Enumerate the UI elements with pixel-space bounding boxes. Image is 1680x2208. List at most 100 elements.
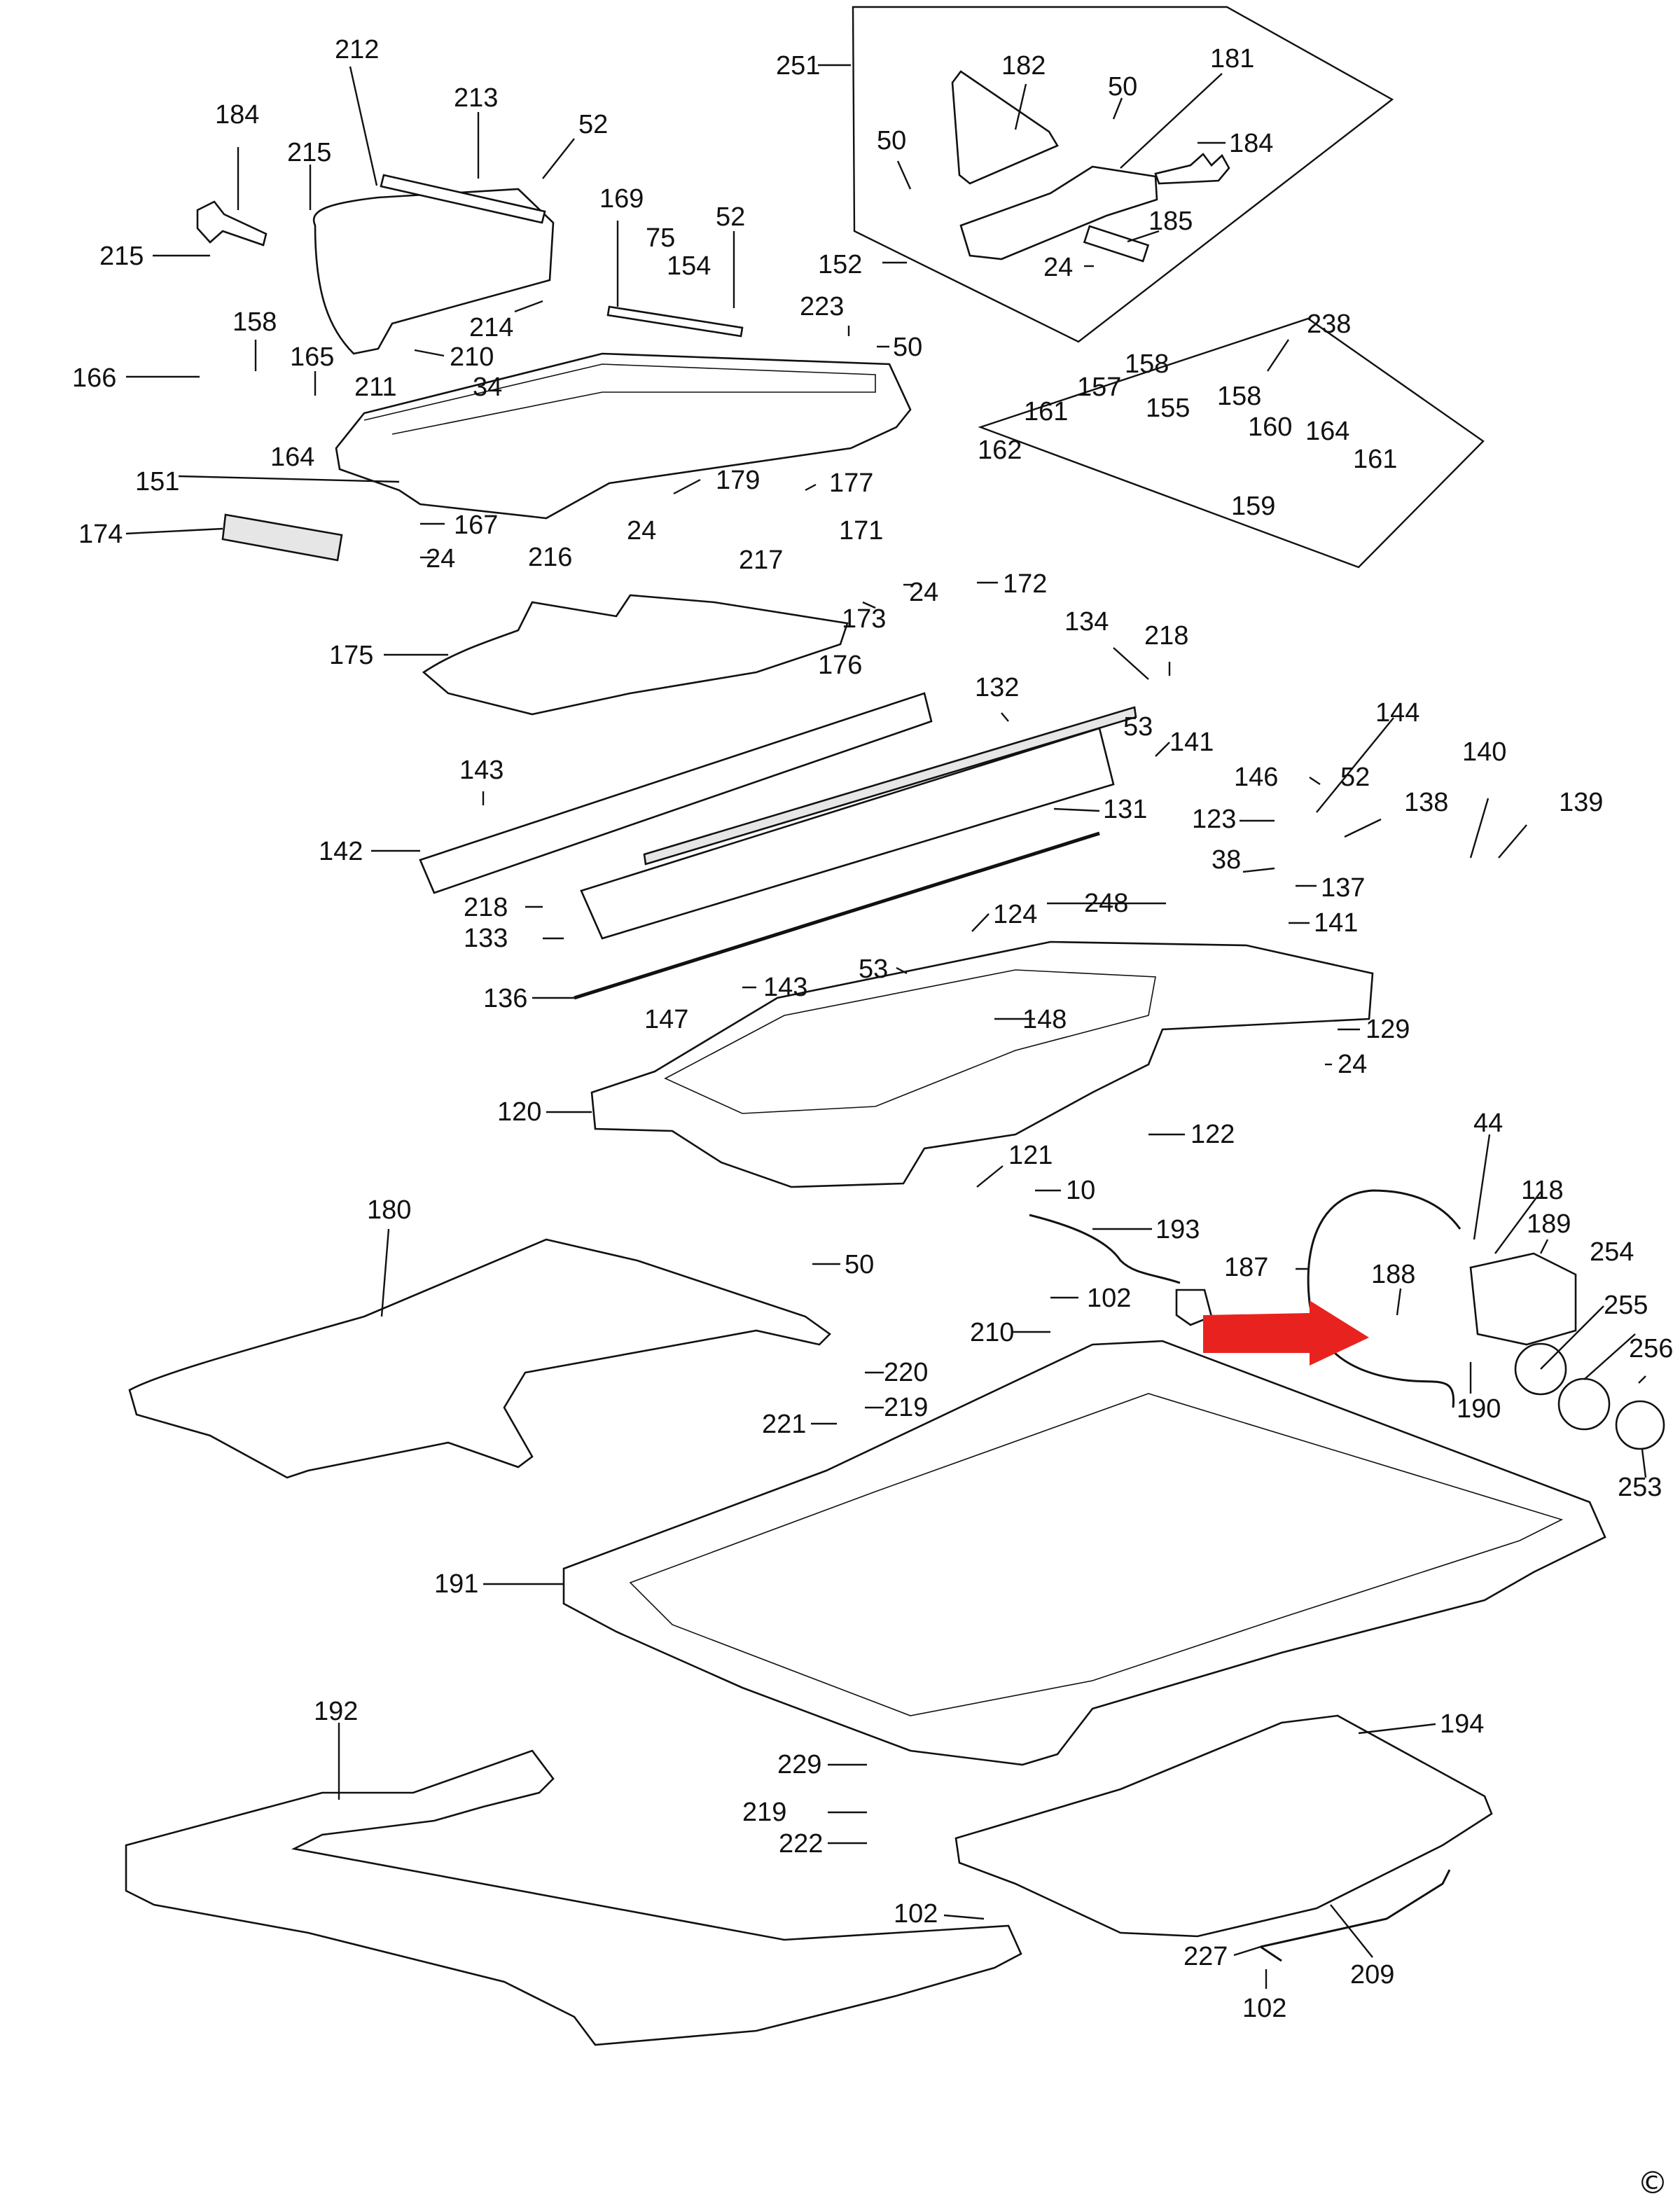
part-label: 75 bbox=[646, 223, 675, 253]
part-label: 218 bbox=[464, 893, 508, 922]
part-191-tray bbox=[562, 1340, 1606, 1766]
part-label: 216 bbox=[528, 543, 572, 572]
part-label: 102 bbox=[894, 1899, 938, 1929]
part-label: 38 bbox=[1212, 845, 1241, 875]
part-192-frame bbox=[125, 1749, 1022, 2046]
part-label: 50 bbox=[845, 1250, 874, 1279]
part-label: 189 bbox=[1527, 1209, 1571, 1239]
part-label: 143 bbox=[763, 973, 807, 1002]
part-label: 50 bbox=[893, 333, 922, 362]
part-193-hose bbox=[1029, 1214, 1181, 1284]
part-label: 164 bbox=[270, 443, 314, 472]
part-185-plate bbox=[1083, 225, 1150, 263]
part-label: 124 bbox=[993, 900, 1037, 929]
part-209-rod bbox=[1260, 1869, 1451, 1962]
part-label: 44 bbox=[1473, 1109, 1503, 1138]
part-label: 248 bbox=[1084, 889, 1128, 918]
part-label: 141 bbox=[1314, 908, 1358, 938]
part-label: 144 bbox=[1375, 698, 1419, 728]
part-label: 165 bbox=[290, 342, 334, 372]
part-label: 185 bbox=[1148, 207, 1193, 236]
part-label: 143 bbox=[459, 756, 504, 785]
part-label: 210 bbox=[450, 342, 494, 372]
part-label: 212 bbox=[335, 35, 379, 64]
part-132-rail bbox=[643, 706, 1137, 866]
part-label: 229 bbox=[777, 1750, 821, 1779]
part-label: 102 bbox=[1087, 1284, 1131, 1313]
part-label: 181 bbox=[1210, 44, 1254, 74]
part-label: 152 bbox=[818, 250, 862, 279]
part-label: 173 bbox=[842, 604, 886, 634]
part-label: 147 bbox=[644, 1005, 688, 1034]
part-label: 134 bbox=[1064, 607, 1109, 637]
part-label: 164 bbox=[1305, 417, 1349, 446]
part-label: 160 bbox=[1248, 412, 1292, 442]
part-label: 137 bbox=[1321, 873, 1365, 903]
part-label: 167 bbox=[454, 511, 498, 540]
part-label: 214 bbox=[469, 313, 513, 342]
part-label: 118 bbox=[1521, 1176, 1564, 1205]
part-131-bar bbox=[580, 727, 1115, 940]
part-label: 238 bbox=[1307, 310, 1351, 339]
part-label: 132 bbox=[975, 673, 1019, 702]
part-120-frame bbox=[590, 940, 1374, 1188]
part-255-seal bbox=[1557, 1377, 1611, 1431]
part-180-frame bbox=[128, 1238, 832, 1479]
part-184-knob-right bbox=[1154, 153, 1230, 185]
part-label: 256 bbox=[1629, 1334, 1673, 1363]
part-label: 227 bbox=[1183, 1942, 1228, 1971]
part-label: 140 bbox=[1462, 737, 1506, 767]
highlight-arrow bbox=[1203, 1300, 1369, 1366]
part-label: 174 bbox=[78, 520, 123, 549]
part-212-guard bbox=[313, 188, 555, 355]
part-194-plate bbox=[954, 1714, 1493, 1938]
part-label: 148 bbox=[1022, 1005, 1067, 1034]
part-175-chute bbox=[422, 594, 849, 716]
part-label: 120 bbox=[497, 1097, 541, 1127]
part-label: 138 bbox=[1404, 788, 1448, 817]
part-label: 217 bbox=[739, 546, 783, 575]
part-label: 166 bbox=[72, 363, 116, 393]
part-label: 133 bbox=[464, 924, 508, 953]
part-label: 210 bbox=[970, 1318, 1014, 1347]
part-labels: 251 182 50 181 50 184 185 24 212 213 52 … bbox=[72, 35, 1673, 2023]
part-label: 169 bbox=[599, 184, 644, 214]
part-label: 10 bbox=[1066, 1176, 1095, 1205]
part-174-strip bbox=[221, 513, 343, 562]
part-label: 253 bbox=[1618, 1473, 1662, 1502]
callout-box-251 bbox=[852, 6, 1394, 343]
part-label: 102 bbox=[1242, 1994, 1286, 2023]
callout-box-238 bbox=[978, 317, 1485, 569]
part-label: 254 bbox=[1590, 1237, 1634, 1267]
part-label: 191 bbox=[434, 1569, 478, 1599]
part-label: 139 bbox=[1559, 788, 1603, 817]
part-label: 129 bbox=[1366, 1015, 1410, 1044]
part-label: 53 bbox=[1123, 712, 1153, 742]
part-label: 187 bbox=[1224, 1253, 1268, 1282]
part-label: 193 bbox=[1155, 1215, 1200, 1244]
part-label: 221 bbox=[762, 1410, 806, 1439]
part-label: 161 bbox=[1353, 445, 1397, 474]
part-label: 188 bbox=[1371, 1260, 1415, 1289]
part-label: 220 bbox=[884, 1358, 928, 1387]
part-drawings bbox=[125, 6, 1665, 2046]
part-label: 179 bbox=[716, 466, 760, 495]
part-120-frame-inner bbox=[664, 969, 1156, 1114]
part-label: 209 bbox=[1350, 1960, 1394, 1990]
part-253-cap bbox=[1615, 1400, 1665, 1450]
part-label: 255 bbox=[1604, 1291, 1648, 1320]
part-label: 176 bbox=[818, 651, 862, 680]
part-label: 50 bbox=[1108, 72, 1137, 102]
part-label: 175 bbox=[329, 641, 373, 670]
part-label: 223 bbox=[800, 292, 844, 321]
part-label: 161 bbox=[1024, 397, 1068, 426]
part-label: 50 bbox=[877, 126, 906, 155]
part-151-table-top bbox=[363, 363, 876, 435]
leader-lines bbox=[125, 64, 1647, 1989]
part-label: 24 bbox=[627, 516, 656, 546]
part-182-bracket bbox=[951, 70, 1059, 185]
part-184-knob-left bbox=[196, 200, 268, 247]
part-label: 215 bbox=[99, 242, 144, 271]
part-label: 211 bbox=[354, 373, 397, 402]
